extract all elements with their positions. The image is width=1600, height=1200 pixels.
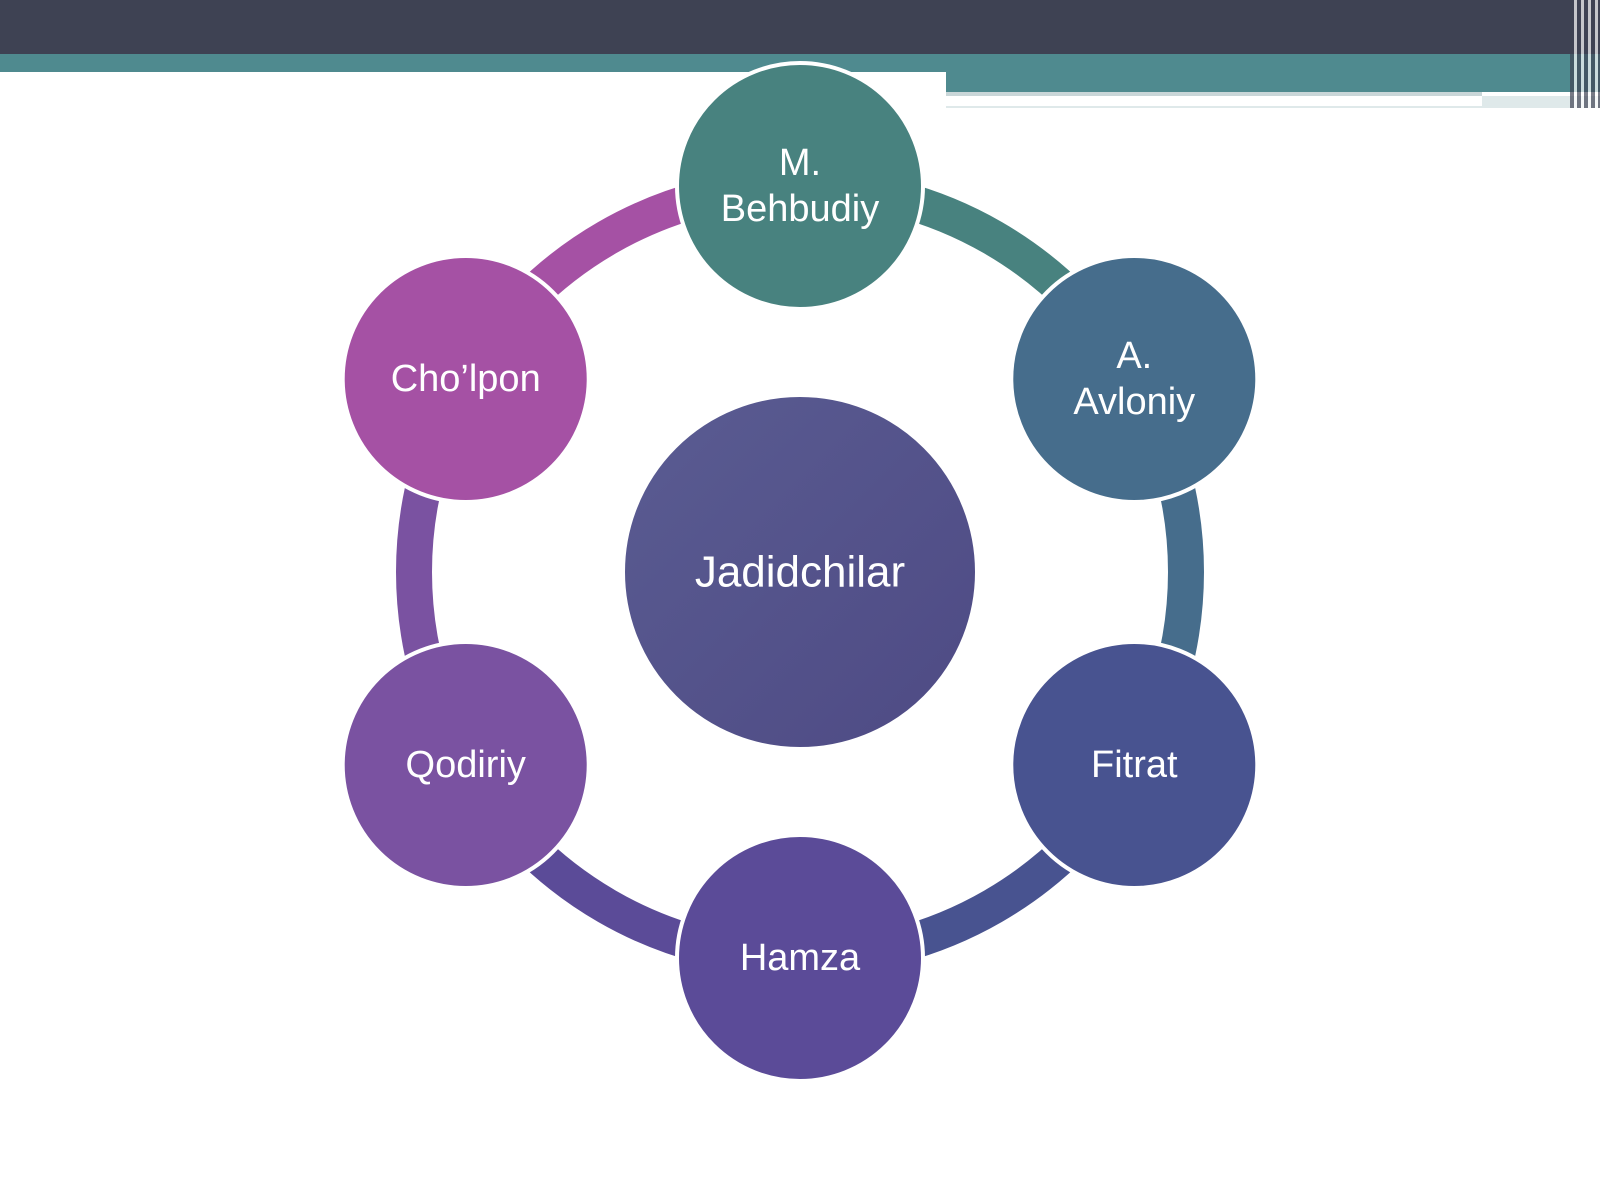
outer-node-circle [340, 640, 591, 890]
center-circle [621, 393, 979, 751]
header-dark-bar [0, 0, 1600, 54]
center-label: Jadidchilar [695, 548, 905, 597]
outer-node-4: Hamza [675, 833, 925, 1083]
outer-node-label: A. [1116, 335, 1152, 377]
center-node: Jadidchilar [621, 393, 979, 751]
outer-node-circle [1009, 254, 1260, 504]
header-edge-stripes [1570, 0, 1600, 108]
outer-node-label: Qodiriy [406, 744, 526, 786]
outer-node-label: M. [779, 142, 821, 184]
outer-node-2: A.Avloniy [1009, 254, 1260, 504]
outer-node-circle [1009, 640, 1260, 890]
outer-node-label: Cho’lpon [391, 358, 541, 400]
outer-node-label: Avloniy [1073, 381, 1195, 423]
header-thin-line [946, 92, 1482, 106]
outer-node-label: Behbudiy [721, 188, 879, 230]
outer-node-1: M.Behbudiy [675, 61, 925, 311]
outer-node-label: Hamza [740, 937, 861, 979]
header-teal-bar-right [946, 72, 1600, 92]
outer-node-label: Fitrat [1091, 744, 1178, 786]
outer-node-circle [675, 833, 925, 1083]
outer-node-3: Fitrat [1009, 640, 1260, 890]
outer-node-circle [675, 61, 925, 311]
outer-node-circle [340, 254, 591, 504]
outer-node-5: Qodiriy [340, 640, 591, 890]
outer-node-6: Cho’lpon [340, 254, 591, 504]
